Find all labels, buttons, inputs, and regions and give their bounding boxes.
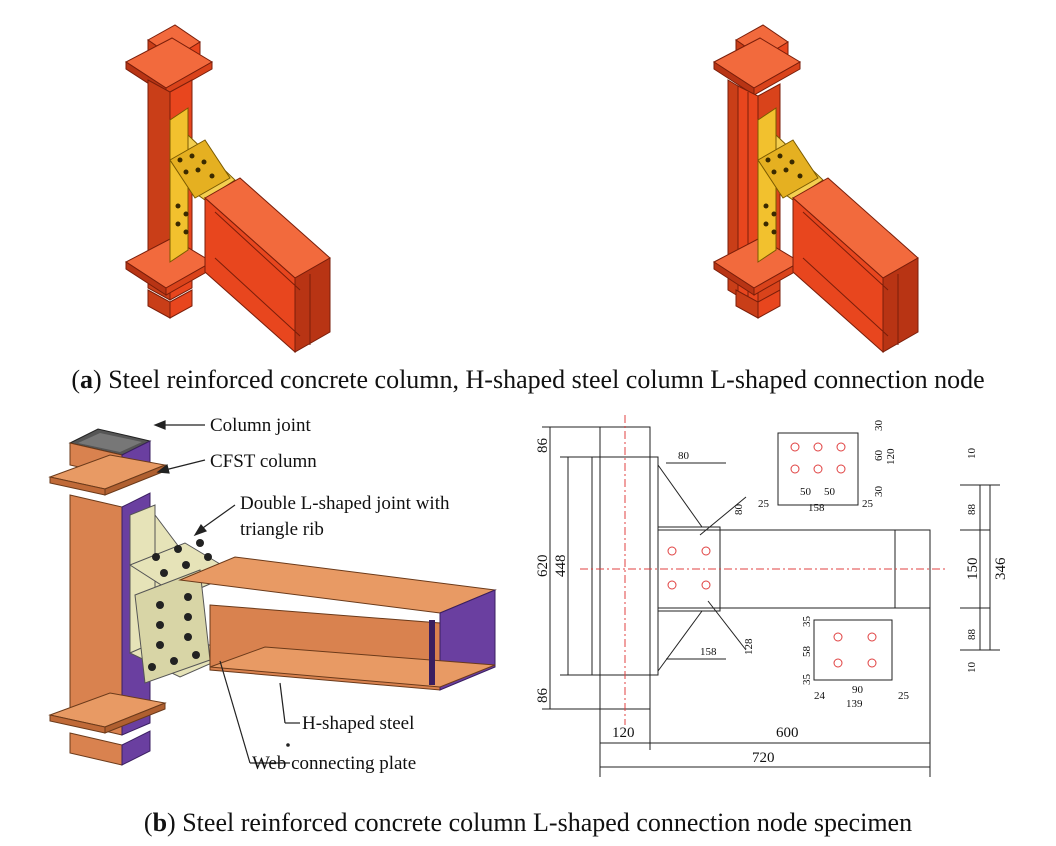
engineering-drawing: 86 620 448 86 120 600 720 80 80 158 128 … [535,415,1009,777]
dim-150: 150 [965,558,981,581]
dim-620: 620 [535,555,551,578]
dim-80-h: 80 [678,450,690,462]
label-cfst-column: CFST column [210,451,317,472]
dim-600: 600 [776,725,799,741]
label-double-l-line1: Double L-shaped joint with [240,493,450,514]
panel-b-model: Column joint CFST column Double L-shaped… [0,405,520,790]
dim-top-25a: 25 [758,498,770,510]
dim-top-25b: 25 [862,498,874,510]
dim-88-bottom: 88 [966,629,978,641]
dim-top-158: 158 [808,502,825,514]
label-web-plate: Web connecting plate [252,753,416,774]
dim-bot-25: 25 [898,690,910,702]
dim-120-width: 120 [612,725,635,741]
dim-158-bottom: 158 [700,646,717,658]
panel-a-drawings [125,24,919,354]
panel-a [0,0,1056,400]
dim-top-60: 60 [873,450,885,462]
dim-bot-24: 24 [814,690,826,702]
dim-top-50a: 50 [800,486,812,498]
dim-bot-139: 139 [846,698,863,710]
caption-a: (a) Steel reinforced concrete column, H-… [71,365,985,394]
label-column-joint: Column joint [210,415,312,436]
dim-bot-90: 90 [852,684,864,696]
dim-bot-58: 58 [801,646,813,658]
dim-top-50b: 50 [824,486,836,498]
dim-bot-35b: 35 [801,674,813,686]
caption-a-text: Steel reinforced concrete column, H-shap… [101,365,985,394]
model-drawing: Column joint CFST column Double L-shaped… [48,415,497,774]
dim-top-30a: 30 [873,420,885,432]
caption-b-letter: b [152,808,168,837]
dim-80-v: 80 [733,504,745,516]
caption-a-letter: a [80,365,94,394]
dim-448: 448 [553,555,569,578]
rendering-a-right [713,24,919,354]
dim-10-top: 10 [966,448,978,460]
dim-86-top: 86 [535,438,551,454]
dim-128: 128 [743,638,755,655]
caption-b: (b) Steel reinforced concrete column L-s… [143,808,913,837]
dim-10-bottom: 10 [966,662,978,674]
dim-top-30b: 30 [873,486,885,498]
caption-b-text: Steel reinforced concrete column L-shape… [175,808,913,837]
dim-346: 346 [993,557,1009,580]
panel-b-drawing: 86 620 448 86 120 600 720 80 80 158 128 … [520,405,1056,790]
label-h-shaped-steel: H-shaped steel [302,713,414,734]
rendering-a-left [125,24,331,354]
dim-720: 720 [752,750,775,766]
dim-88-top: 88 [966,504,978,516]
dim-top-120: 120 [885,448,897,465]
label-double-l-line2: triangle rib [240,519,324,540]
dim-86-bottom: 86 [535,688,551,704]
dim-bot-35a: 35 [801,616,813,628]
